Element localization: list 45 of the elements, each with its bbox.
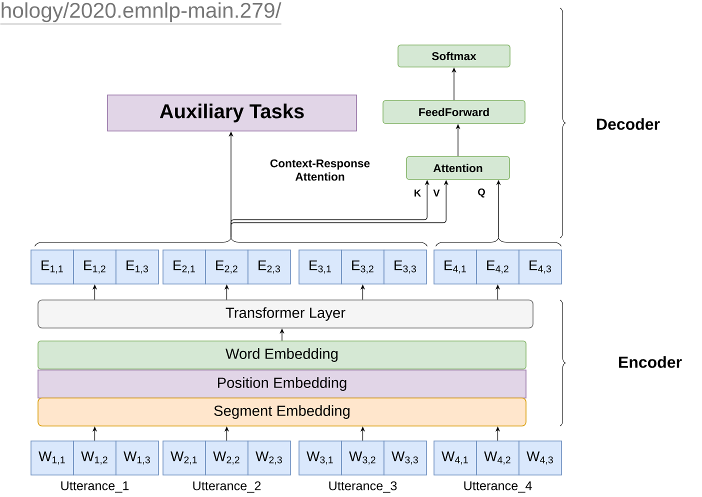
word-cell: W$_{1,2}$ xyxy=(73,440,116,476)
section-label: Decoder xyxy=(597,118,660,130)
embedding-cell: E$_{3,2}$ xyxy=(341,250,384,284)
task-box: Auxiliary Tasks xyxy=(107,94,357,132)
embedding-cell: E$_{1,2}$ xyxy=(73,250,116,284)
word-cell: W$_{1,1}$ xyxy=(30,440,74,476)
layer-box: Segment Embedding xyxy=(38,398,526,426)
embedding-cell: E$_{4,3}$ xyxy=(518,250,562,284)
utterance-label: Utterance_1 xyxy=(61,481,129,493)
embedding-cell: E$_{3,3}$ xyxy=(384,250,427,284)
edge-label: K xyxy=(412,188,422,198)
section-label: Encoder xyxy=(619,356,682,368)
word-cell: W$_{1,3}$ xyxy=(116,440,159,476)
edge-label: Q xyxy=(476,187,487,199)
embedding-cell: E$_{4,1}$ xyxy=(434,250,477,284)
utterance-label: Utterance_2 xyxy=(193,481,261,493)
utterance-label: Utterance_4 xyxy=(464,481,532,493)
word-cell: W$_{2,1}$ xyxy=(162,440,206,476)
feedforward-box: FeedForward xyxy=(382,100,526,124)
word-cell: W$_{3,2}$ xyxy=(341,440,384,476)
word-cell: W$_{4,3}$ xyxy=(518,440,562,476)
brace xyxy=(34,238,428,247)
brace xyxy=(435,238,562,247)
softmax-box: Softmax xyxy=(398,44,510,68)
layer-box: Transformer Layer xyxy=(38,300,534,328)
layer-box: Position Embedding xyxy=(38,370,526,398)
embedding-cell: E$_{1,3}$ xyxy=(116,250,159,284)
embedding-cell: E$_{4,2}$ xyxy=(476,250,520,284)
embedding-cell: E$_{3,1}$ xyxy=(298,250,342,284)
attention-box: Attention xyxy=(406,156,510,180)
edge-label: V xyxy=(432,188,442,198)
annotation-text: Context-Response Attention xyxy=(270,159,370,181)
word-cell: W$_{3,1}$ xyxy=(298,440,342,476)
word-cell: W$_{4,1}$ xyxy=(434,440,477,476)
word-cell: W$_{3,3}$ xyxy=(384,440,427,476)
layer-box: Word Embedding xyxy=(38,340,526,370)
utterance-label: Utterance_3 xyxy=(329,481,397,493)
embedding-cell: E$_{1,1}$ xyxy=(30,250,74,284)
word-cell: W$_{2,3}$ xyxy=(248,440,291,476)
word-cell: W$_{4,2}$ xyxy=(476,440,520,476)
embedding-cell: E$_{2,2}$ xyxy=(205,250,248,284)
embedding-cell: E$_{2,3}$ xyxy=(248,250,291,284)
url-text: hology/2020.emnlp-main.279/ xyxy=(0,2,282,24)
embedding-cell: E$_{2,1}$ xyxy=(162,250,206,284)
word-cell: W$_{2,2}$ xyxy=(205,440,248,476)
